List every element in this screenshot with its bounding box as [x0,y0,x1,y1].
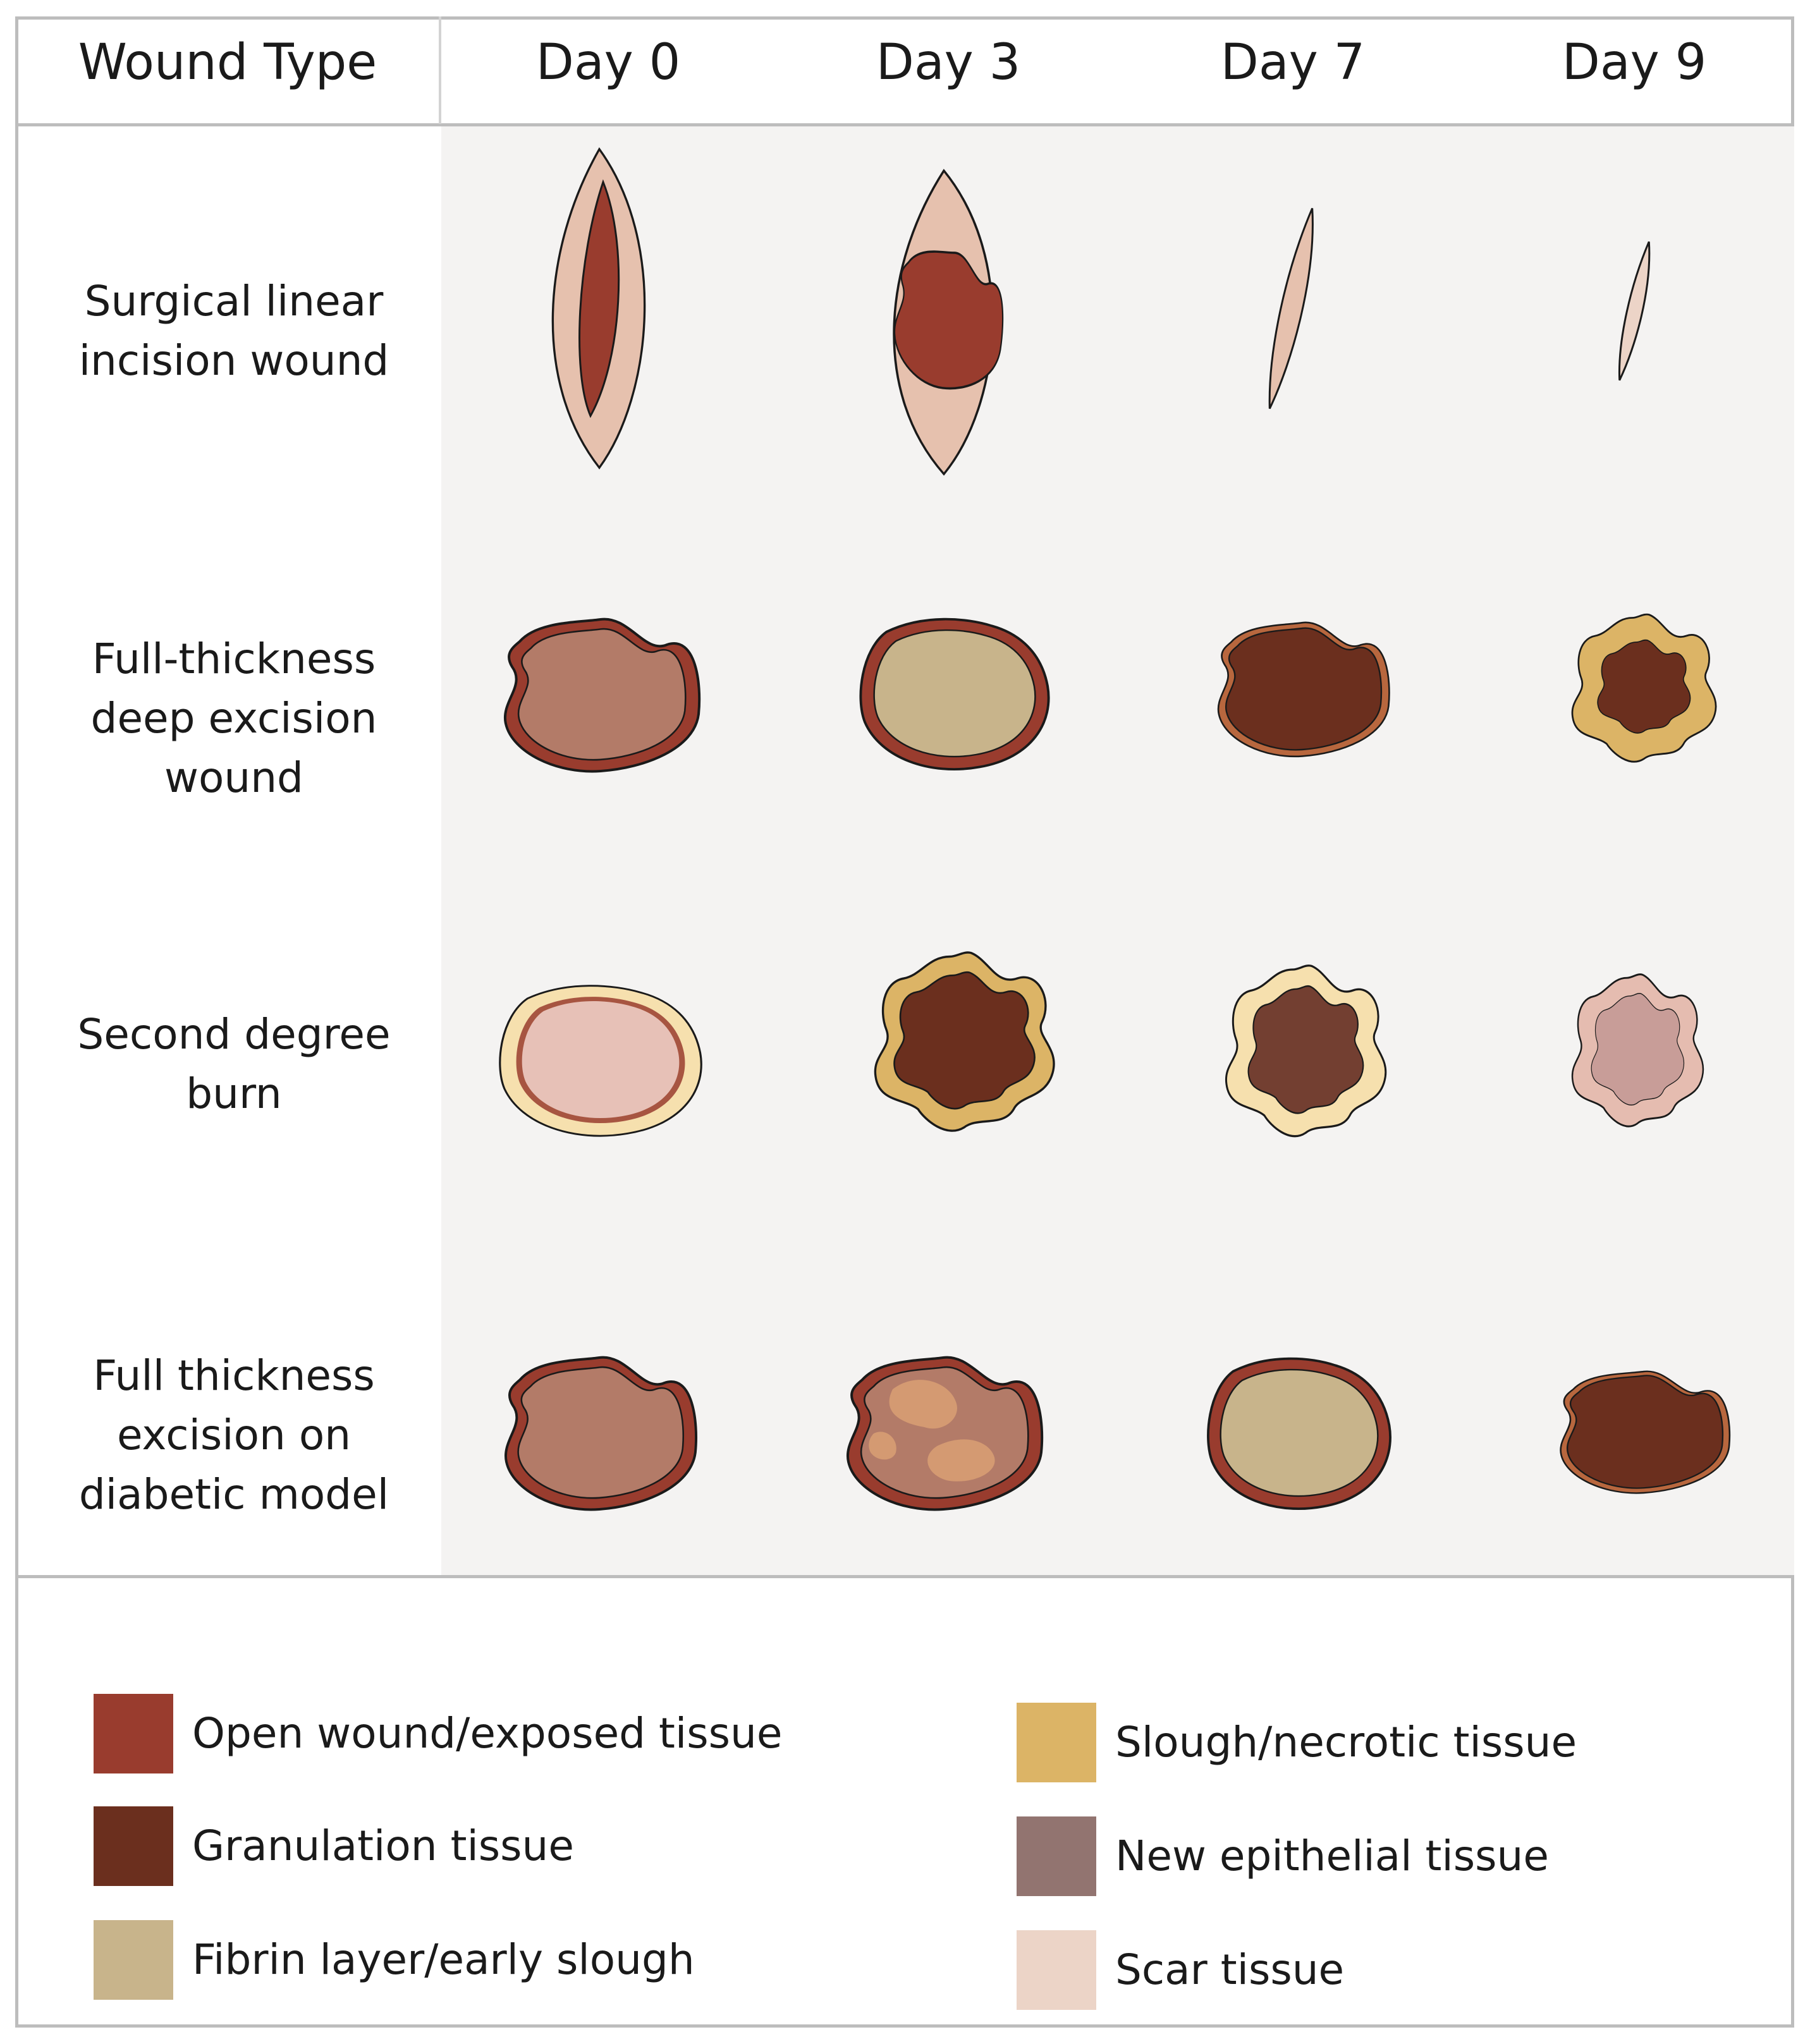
diabetic-excision-day-3 [846,1356,1044,1511]
incision-day-7 [1268,207,1314,410]
incision-day-3 [889,169,1010,475]
day-9-header: Day 9 [1562,34,1707,91]
burn-day-3 [874,951,1055,1132]
day-0-header: Day 0 [535,34,681,91]
slough-swatch-icon [1017,1703,1096,1782]
row-label-surgical-incision: Surgical linear incision wound [78,277,389,385]
burn-day-9 [1571,973,1704,1128]
deep-excision-day-0 [503,617,701,773]
fibrin-swatch-icon [94,1920,173,2000]
day-3-header: Day 3 [876,34,1021,91]
burn-day-7 [1225,964,1387,1138]
deep-excision-day-7 [1217,621,1390,758]
diabetic-excision-day-9 [1560,1370,1731,1494]
wound-type-header: Wound Type [78,34,377,91]
day-7-header: Day 7 [1220,34,1366,91]
diabetic-excision-day-7 [1207,1357,1391,1511]
deep-excision-day-9 [1571,613,1717,763]
granulation-swatch-icon [94,1806,173,1886]
legend-divider [15,1575,1794,1578]
deep-excision-day-3 [859,617,1050,771]
wound-illustration-panel [441,126,1794,1575]
incision-day-0 [551,148,646,469]
row-label-deep-excision: Full-thickness deep excision wound [90,635,377,802]
header-divider [15,123,1794,126]
scar-swatch-icon [1017,1930,1096,2010]
epithelial-swatch-icon [1017,1816,1096,1896]
incision-day-9 [1618,241,1651,381]
open-wound-swatch-icon [94,1694,173,1773]
row-label-diabetic-excision: Full thickness excision on diabetic mode… [78,1351,389,1519]
header-column-divider [439,16,441,124]
diabetic-excision-day-0 [504,1356,698,1511]
row-label-second-degree-burn: Second degree burn [77,1010,391,1118]
burn-day-0 [499,985,702,1137]
